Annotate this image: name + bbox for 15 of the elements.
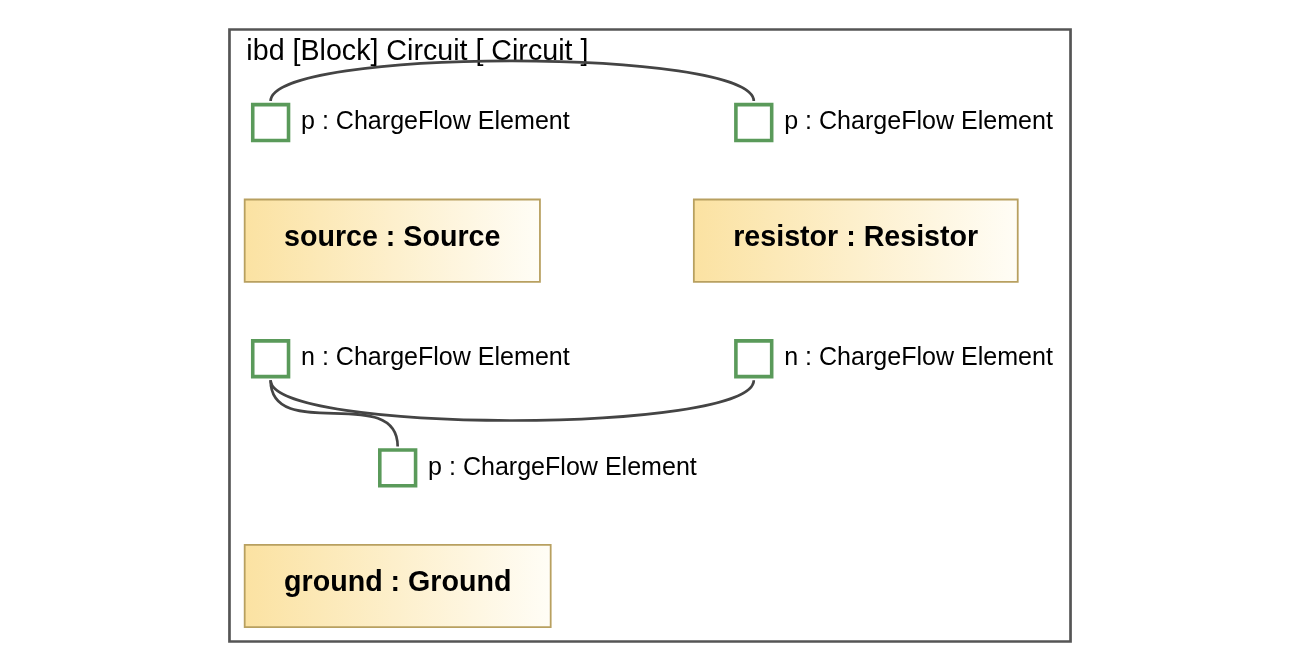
node-box: resistor : Resistor	[692, 198, 1019, 283]
node-label: p : ChargeFlow Element	[300, 106, 570, 135]
node-box	[250, 339, 290, 379]
node-box: ground : Ground	[243, 543, 552, 629]
node-label: n : ChargeFlow Element	[300, 342, 570, 371]
node-box: source : Source	[243, 198, 541, 283]
node-label: n : ChargeFlow Element	[783, 342, 1053, 371]
node-label: p : ChargeFlow Element	[783, 106, 1053, 135]
node-label: p : ChargeFlow Element	[427, 451, 697, 480]
node-box	[377, 448, 417, 488]
node-box	[250, 102, 290, 143]
node-box	[733, 102, 773, 143]
connector	[268, 380, 399, 447]
connector	[269, 59, 755, 102]
node-box	[733, 339, 773, 379]
